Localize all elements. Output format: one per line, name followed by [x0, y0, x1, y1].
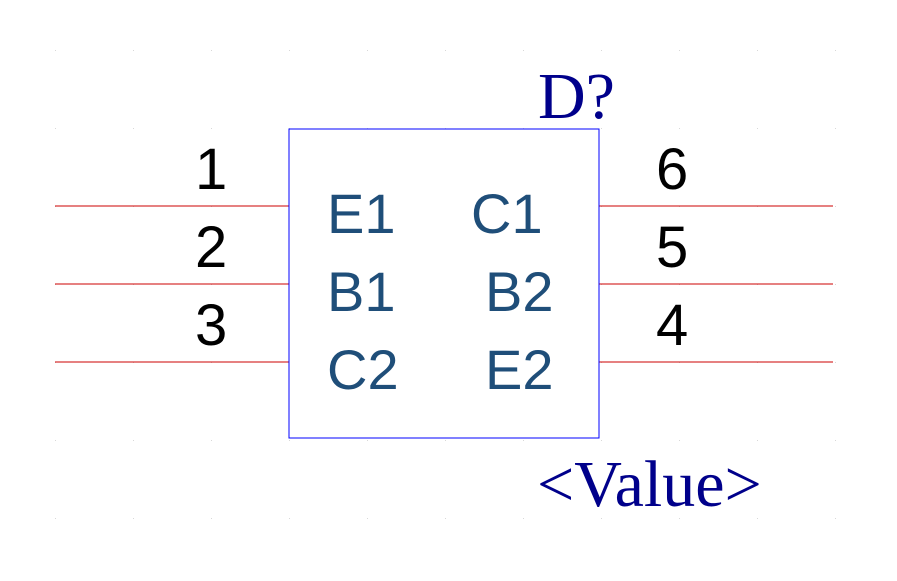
component-designator[interactable]: D? [538, 60, 615, 133]
pin-number-1: 1 [195, 137, 228, 202]
grid-dot [523, 440, 524, 441]
component-value[interactable]: <Value> [537, 448, 762, 521]
pin-name-c2: C2 [327, 338, 399, 401]
grid-dot [601, 518, 602, 519]
component-body[interactable] [288, 128, 600, 439]
grid-dot [211, 440, 212, 441]
grid-dot [757, 50, 758, 51]
grid-dot [523, 518, 524, 519]
grid-dot [445, 440, 446, 441]
grid-dot [679, 518, 680, 519]
grid-dot [289, 518, 290, 519]
pin-number-6: 6 [656, 137, 689, 202]
grid-dot [757, 128, 758, 129]
grid-dot [679, 50, 680, 51]
pin-name-b2: B2 [485, 260, 554, 323]
grid-dot [211, 50, 212, 51]
grid-dot [133, 50, 134, 51]
grid-dot [679, 440, 680, 441]
grid-dot [445, 518, 446, 519]
grid-dot [55, 440, 56, 441]
grid-dot [835, 362, 836, 363]
grid-dot [367, 518, 368, 519]
pin-name-b1: B1 [327, 260, 396, 323]
pin-number-3: 3 [195, 293, 228, 358]
grid-dot [211, 128, 212, 129]
grid-dot [133, 440, 134, 441]
grid-dot [445, 50, 446, 51]
grid-dot [523, 50, 524, 51]
grid-dot [367, 50, 368, 51]
grid-dot [289, 50, 290, 51]
pin-name-c1: C1 [471, 182, 543, 245]
grid-dot [55, 518, 56, 519]
pin-number-5: 5 [656, 215, 689, 280]
grid-dot [601, 50, 602, 51]
grid-dot [835, 206, 836, 207]
grid-dot [757, 440, 758, 441]
pin-name-e1: E1 [327, 182, 396, 245]
grid-dot [835, 128, 836, 129]
grid-dot [757, 518, 758, 519]
grid-dot [835, 518, 836, 519]
grid-dot [601, 128, 602, 129]
grid-dot [289, 440, 290, 441]
grid-dot [133, 128, 134, 129]
grid-dot [679, 128, 680, 129]
grid-dot [55, 128, 56, 129]
grid-dot [601, 440, 602, 441]
grid-dot [55, 50, 56, 51]
pin-number-4: 4 [656, 293, 689, 358]
grid-dot [835, 50, 836, 51]
grid-dot [367, 440, 368, 441]
grid-dot [835, 284, 836, 285]
grid-dot [835, 440, 836, 441]
grid-dot [133, 518, 134, 519]
grid-dot [211, 518, 212, 519]
pin-number-2: 2 [195, 215, 228, 280]
pin-name-e2: E2 [485, 338, 554, 401]
